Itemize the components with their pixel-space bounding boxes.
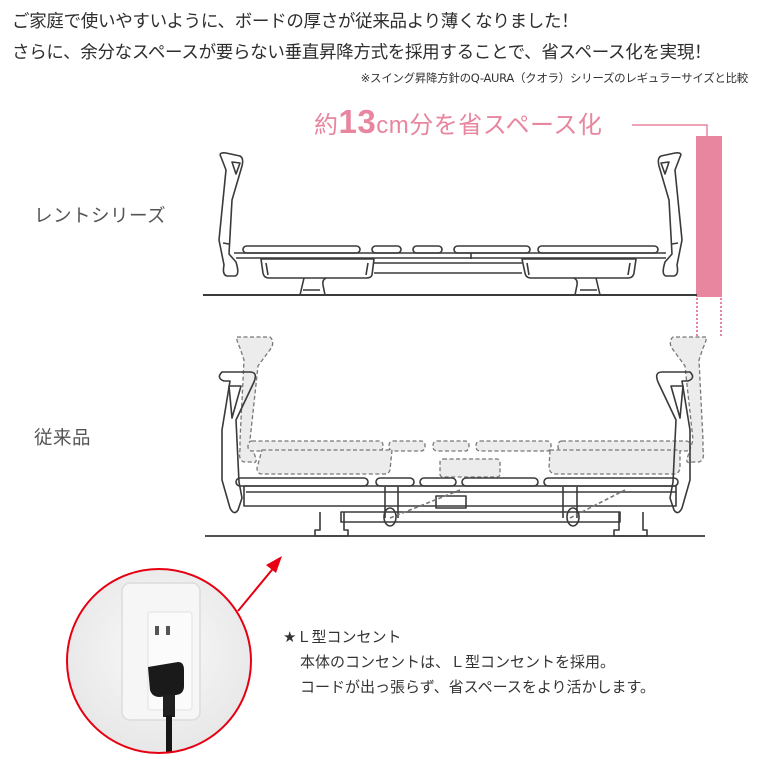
- label-conventional: 従来品: [34, 428, 92, 449]
- arrow-up-right-icon: [237, 556, 282, 612]
- savings-prefix: 約: [314, 111, 339, 139]
- l-type-outlet-feature: ★Ｌ型コンセント 本体のコンセントは、Ｌ型コンセントを採用。 コードが出っ張らず…: [283, 625, 655, 700]
- electrical-outlet-photo: [66, 568, 252, 754]
- headline-line-1: ご家庭で使いやすいように、ボードの厚さが従来品より薄くなりました！: [12, 12, 579, 32]
- label-rent-series: レントシリーズ: [34, 206, 167, 227]
- feature-description-line-2: コードが出っ張らず、省スペースをより活かします。: [300, 678, 656, 696]
- savings-indicator: [632, 124, 722, 374]
- feature-title: ★Ｌ型コンセント: [283, 628, 402, 646]
- space-savings-caption: 約13cm分を省スペース化: [314, 103, 602, 141]
- savings-suffix: 分を省スペース化: [409, 111, 603, 139]
- comparison-footnote: ※スイング昇降方針のQ-AURA（クオラ）シリーズのレギュラーサイズと比較: [360, 71, 749, 85]
- conventional-bed-drawing: [205, 336, 707, 537]
- headline-line-2: さらに、余分なスペースが要らない垂直昇降方式を採用することで、省スペース化を実現…: [12, 43, 712, 63]
- feature-description-line-1: 本体のコンセントは、Ｌ型コンセントを採用。: [300, 653, 616, 671]
- savings-number: 13: [338, 103, 377, 140]
- rent-series-bed-drawing: [203, 152, 697, 296]
- savings-unit: cm: [376, 112, 410, 139]
